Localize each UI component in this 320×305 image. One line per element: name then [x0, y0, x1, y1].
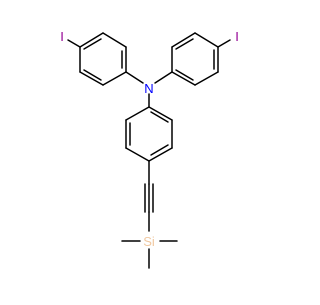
bond-n-left-ring	[125, 71, 144, 84]
central-phenyl-ring	[125, 106, 173, 162]
left-phenyl-ring	[79, 32, 127, 86]
bond-n-right-ring	[154, 71, 173, 84]
right-phenyl-ring	[171, 32, 219, 86]
atom-label-iodine-right: I	[235, 29, 239, 44]
triple-bond	[144, 183, 154, 213]
atom-label-nitrogen: N	[144, 81, 153, 96]
bond-c-i-left	[67, 39, 81, 48]
bond-c-i-right	[217, 39, 231, 48]
bond-lines	[67, 32, 231, 269]
molecule-drawing: I I N Si	[60, 29, 239, 269]
atom-label-silicon: Si	[143, 234, 155, 249]
atom-label-iodine-left: I	[60, 29, 64, 44]
structure-canvas: I I N Si	[60, 29, 239, 269]
